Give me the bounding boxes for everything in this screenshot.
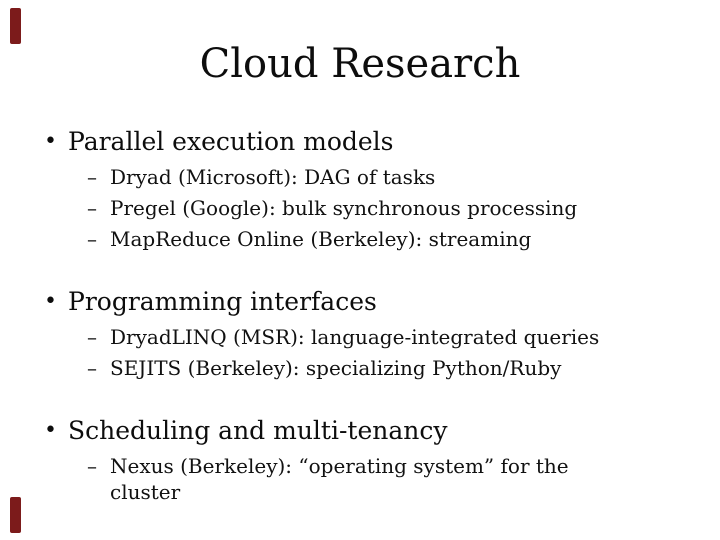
sub-bullet-text-line2: cluster (110, 480, 181, 504)
sub-bullet-text: Pregel (Google): bulk synchronous proces… (110, 196, 578, 220)
main-bullet-text: Parallel execution models (68, 127, 394, 156)
sub-bullet-item: – Dryad (Microsoft): DAG of tasks (44, 164, 692, 190)
sub-bullet-list: – Dryad (Microsoft): DAG of tasks – Preg… (44, 164, 692, 252)
main-bullet-line: • Scheduling and multi-tenancy (44, 415, 692, 447)
slide-title: Cloud Research (199, 41, 521, 87)
slide-edge-accent-bottom (10, 497, 21, 533)
sub-bullet-text-line1: Nexus (Berkeley): “operating system” for… (110, 454, 569, 478)
slide-edge-accent-top (10, 8, 21, 44)
bullet-block-scheduling: • Scheduling and multi-tenancy – Nexus (… (44, 415, 692, 505)
sub-bullet-text: Nexus (Berkeley): “operating system” for… (110, 453, 692, 505)
sub-bullet-item: – Nexus (Berkeley): “operating system” f… (44, 453, 692, 505)
dash-bullet-icon: – (87, 227, 97, 251)
sub-bullet-text: Dryad (Microsoft): DAG of tasks (110, 165, 436, 189)
sub-bullet-text: SEJITS (Berkeley): specializing Python/R… (110, 356, 562, 380)
sub-bullet-text: MapReduce Online (Berkeley): streaming (110, 227, 532, 251)
sub-bullet-list: – DryadLINQ (MSR): language-integrated q… (44, 324, 692, 381)
main-bullet-text: Scheduling and multi-tenancy (68, 416, 448, 445)
sub-bullet-item: – DryadLINQ (MSR): language-integrated q… (44, 324, 692, 350)
bullet-dot-icon: • (44, 129, 57, 154)
sub-bullet-item: – Pregel (Google): bulk synchronous proc… (44, 195, 692, 221)
slide-body: • Parallel execution models – Dryad (Mic… (0, 126, 720, 505)
main-bullet-line: • Programming interfaces (44, 286, 692, 318)
dash-bullet-icon: – (87, 165, 97, 189)
bullet-block-programming-interfaces: • Programming interfaces – DryadLINQ (MS… (44, 286, 692, 381)
bullet-dot-icon: • (44, 289, 57, 314)
sub-bullet-item: – MapReduce Online (Berkeley): streaming (44, 226, 692, 252)
dash-bullet-icon: – (87, 325, 97, 349)
dash-bullet-icon: – (87, 454, 97, 478)
sub-bullet-item: – SEJITS (Berkeley): specializing Python… (44, 355, 692, 381)
sub-bullet-text: DryadLINQ (MSR): language-integrated que… (110, 325, 600, 349)
sub-bullet-list: – Nexus (Berkeley): “operating system” f… (44, 453, 692, 505)
dash-bullet-icon: – (87, 356, 97, 380)
main-bullet-line: • Parallel execution models (44, 126, 692, 158)
dash-bullet-icon: – (87, 196, 97, 220)
bullet-block-parallel-execution: • Parallel execution models – Dryad (Mic… (44, 126, 692, 252)
main-bullet-text: Programming interfaces (68, 287, 377, 316)
bullet-dot-icon: • (44, 418, 57, 443)
